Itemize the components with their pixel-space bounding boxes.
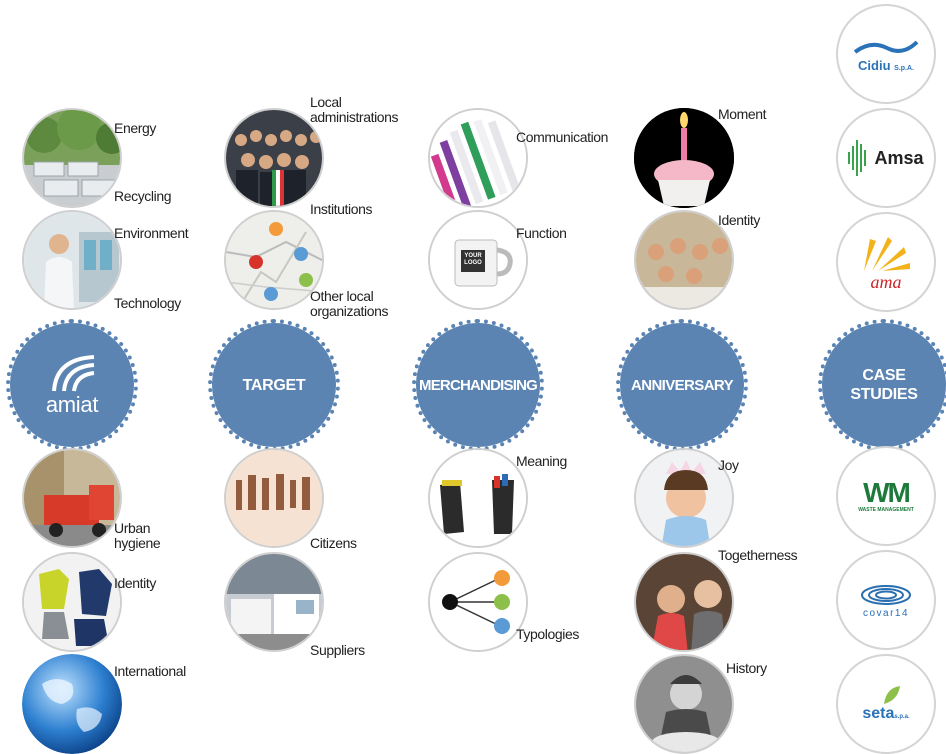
amiat-hub-label: amiat — [45, 392, 99, 417]
target-hub-label: TARGET — [242, 376, 306, 394]
institutions-map[interactable] — [224, 210, 324, 310]
technology-label: Technology — [114, 295, 181, 311]
environment-technology-photo[interactable] — [22, 210, 122, 310]
local-label-line2: administrations — [310, 109, 399, 125]
citizens-label: Citizens — [310, 535, 357, 551]
citizens-photo[interactable] — [224, 448, 324, 548]
seta-logo[interactable]: setas.p.a. — [836, 654, 936, 754]
environment-label: Environment — [114, 225, 189, 241]
lab-worker-image — [24, 212, 120, 308]
ama-rays-icon — [864, 237, 910, 271]
seta-leaf-icon — [884, 685, 900, 704]
covar-rings-icon — [861, 584, 911, 605]
togetherness-label: Togetherness — [718, 547, 798, 563]
international-label: International — [114, 663, 186, 679]
case-studies-hub[interactable]: CASE STUDIES — [818, 319, 946, 451]
amsa-bars-icon — [848, 140, 867, 176]
amiat-hub[interactable]: amiat — [6, 319, 138, 451]
typologies-label: Typologies — [516, 626, 579, 642]
amiat-identity-label: Identity — [114, 575, 156, 591]
pens-image — [430, 110, 526, 206]
identity-clothing-photo[interactable] — [22, 552, 122, 652]
meaning-bins-photo[interactable] — [428, 448, 528, 548]
amiat-arc-icon — [52, 355, 95, 392]
local-label-line1: Local — [310, 94, 342, 110]
delivery-vans-image — [226, 554, 322, 650]
wm-logo[interactable]: WM WASTE MANAGEMENT — [836, 446, 936, 546]
bins-image — [430, 450, 526, 546]
wm-logo-subtext: WASTE MANAGEMENT — [858, 507, 914, 513]
amsa-logo-text: Amsa — [874, 147, 924, 168]
ama-logo-text: ama — [870, 272, 902, 292]
energy-recycling-photo[interactable] — [22, 108, 122, 208]
vintage-birthday-image — [636, 656, 732, 752]
celebration-crowd-image — [636, 212, 732, 308]
anniversary-hub[interactable]: ANNIVERSARY — [616, 319, 748, 451]
map-pins-image — [226, 212, 322, 308]
typologies-diagram[interactable] — [428, 552, 528, 652]
urban-hygiene-photo[interactable] — [22, 448, 122, 548]
recycling-label: Recycling — [114, 188, 172, 204]
joy-label: Joy — [718, 457, 739, 473]
moment-cupcake-photo[interactable] — [634, 108, 734, 208]
anniversary-identity-photo[interactable] — [634, 210, 734, 310]
history-photo[interactable] — [634, 654, 734, 754]
target-hub[interactable]: TARGET — [208, 319, 340, 451]
ama-logo[interactable]: ama — [836, 212, 936, 312]
amsa-logo[interactable]: Amsa — [836, 108, 936, 208]
togetherness-photo[interactable] — [634, 552, 734, 652]
covar-logo[interactable]: covar14 — [836, 550, 936, 650]
urban-label-line1: Urban — [114, 520, 151, 536]
joy-child-photo[interactable] — [634, 448, 734, 548]
uniforms-image — [24, 554, 120, 650]
family-party-image — [636, 554, 732, 650]
cidiu-logo[interactable]: Cidiu S.p.A. — [836, 4, 936, 104]
case-studies-label-line2: STUDIES — [850, 386, 918, 403]
anniversary-hub-label: ANNIVERSARY — [630, 376, 734, 394]
other-label-line2: organizations — [310, 303, 389, 319]
suppliers-label: Suppliers — [310, 642, 365, 658]
globe-icon — [22, 654, 122, 754]
energy-label: Energy — [114, 120, 156, 136]
meaning-label: Meaning — [516, 453, 567, 469]
wm-logo-text: WM — [863, 477, 911, 508]
crowd-silhouettes-image — [226, 450, 322, 546]
suppliers-photo[interactable] — [224, 552, 324, 652]
child-crown-image — [636, 450, 732, 546]
international-globe[interactable] — [22, 654, 122, 754]
covar-logo-text: covar14 — [862, 607, 910, 619]
communication-label: Communication — [516, 129, 609, 145]
history-label: History — [726, 660, 767, 676]
merchandising-hub-label: MERCHANDISING — [419, 376, 538, 394]
cidiu-wave-icon — [853, 40, 919, 54]
institutions-label: Institutions — [310, 201, 373, 217]
branching-dots-icon — [430, 554, 526, 650]
street-vehicle-image — [24, 450, 120, 546]
communication-pens-photo[interactable] — [428, 108, 528, 208]
anniversary-identity-label: Identity — [718, 212, 760, 228]
solar-panels-image — [24, 110, 120, 206]
other-label-line1: Other local — [310, 288, 374, 304]
case-studies-label-line1: CASE — [862, 367, 906, 384]
cupcake-candle-image — [634, 108, 734, 208]
function-label: Function — [516, 225, 567, 241]
cidiu-logo-text: Cidiu S.p.A. — [858, 57, 914, 73]
moment-label: Moment — [718, 106, 767, 122]
merchandising-hub[interactable]: MERCHANDISING — [412, 319, 544, 451]
seta-logo-text: setas.p.a. — [862, 704, 910, 722]
local-administrations-photo[interactable] — [224, 108, 324, 208]
urban-label-line2: hygiene — [114, 535, 161, 551]
mayors-crowd-image — [226, 110, 322, 206]
mug-image — [430, 212, 526, 308]
